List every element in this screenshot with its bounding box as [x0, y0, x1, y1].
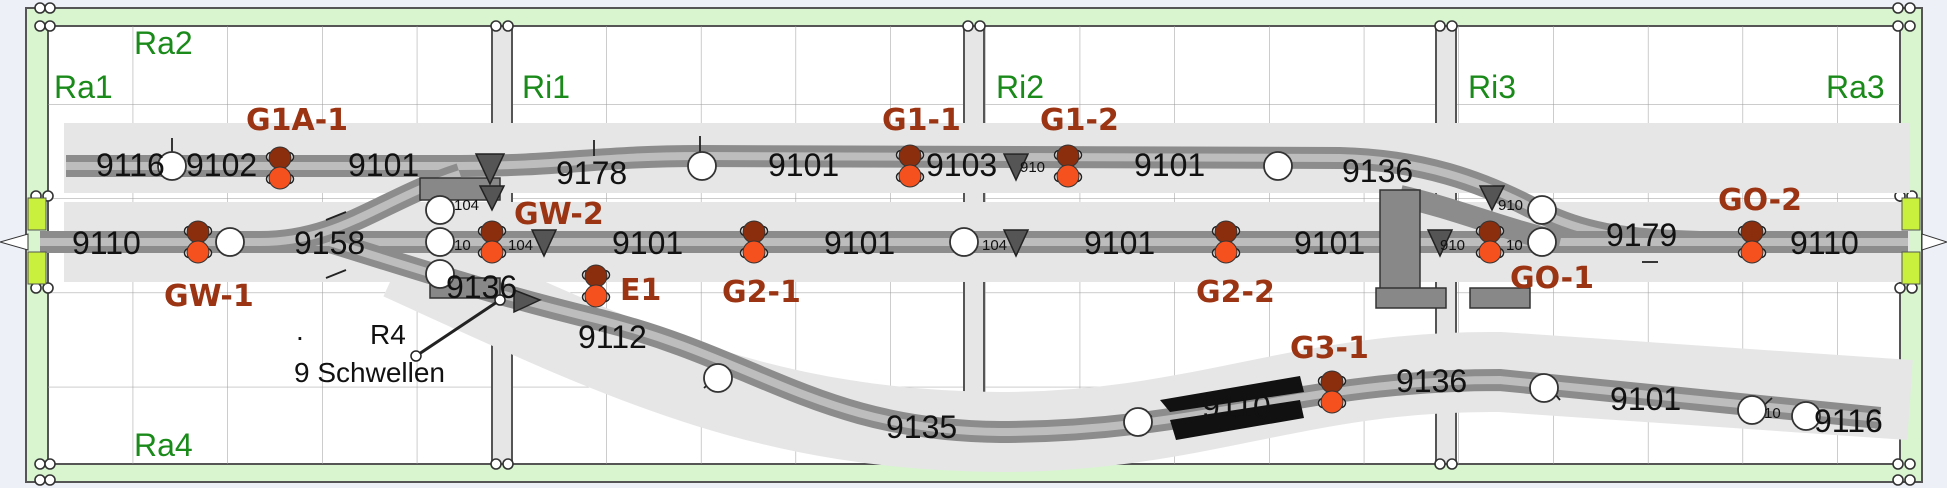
small-track-label: 10 — [1506, 237, 1523, 254]
black-decoupler — [1160, 376, 1304, 440]
track-number: 9101 — [612, 225, 683, 261]
track-number: 9116 — [1814, 403, 1883, 439]
small-track-label: 910 — [1020, 159, 1045, 176]
small-track-label: 10 — [1764, 405, 1781, 422]
track-number: 9101 — [348, 147, 419, 183]
signal-label-go2: GO-2 — [1718, 183, 1802, 218]
small-track-label: 104 — [982, 237, 1007, 254]
signal-label-g1a1: G1A-1 — [246, 103, 348, 138]
frame-label-ri3: Ri3 — [1468, 69, 1516, 105]
track-number: 9110 — [72, 225, 141, 261]
frame-label-ra4: Ra4 — [134, 427, 193, 463]
track-number: 9101 — [1084, 225, 1155, 261]
track-number: 9102 — [186, 147, 257, 183]
signal-label-g11: G1-1 — [882, 103, 961, 138]
signal-label-g21: G2-1 — [722, 275, 801, 310]
annotation-r4: R4 — [370, 319, 406, 350]
track-number: 9101 — [824, 225, 895, 261]
track-number: 9101 — [1294, 225, 1365, 261]
annotation-dot: . — [296, 315, 304, 346]
signal-label-g31: G3-1 — [1290, 331, 1369, 366]
small-track-label: 910 — [1498, 197, 1523, 214]
track-number: 9110 — [1202, 389, 1271, 425]
direction-markers — [474, 153, 1506, 314]
small-track-label: 10 — [454, 237, 471, 254]
small-track-label: 104 — [508, 237, 533, 254]
track-number: 9110 — [1790, 225, 1859, 261]
frame-label-ra2: Ra2 — [134, 25, 193, 61]
r4-annotation: R4 9 Schwellen . — [294, 294, 506, 388]
signal-label-gw1: GW-1 — [164, 279, 254, 314]
signal-label-gw2: GW-2 — [514, 197, 604, 232]
annotation-schwellen: 9 Schwellen — [294, 357, 445, 388]
track-number: 9135 — [886, 409, 957, 445]
buffers — [0, 197, 1947, 285]
track-number: 9136 — [1342, 153, 1413, 189]
track-number: 9179 — [1606, 217, 1677, 253]
frame-label-ri1: Ri1 — [522, 69, 570, 105]
small-track-label: 910 — [1440, 237, 1465, 254]
track-number: 9103 — [926, 147, 997, 183]
track-number: 9101 — [768, 147, 839, 183]
track-number: 9116 — [96, 147, 165, 183]
track-number: 9136 — [1396, 363, 1467, 399]
frame-label-ri2: Ri2 — [996, 69, 1044, 105]
small-track-label: 104 — [454, 197, 479, 214]
track-number: 9158 — [294, 225, 365, 261]
track-number: 9178 — [556, 155, 627, 191]
frame-label-ra1: Ra1 — [54, 69, 113, 105]
signal-label-g12: G1-2 — [1040, 103, 1119, 138]
track-number: 9101 — [1134, 147, 1205, 183]
track-number: 9112 — [578, 319, 647, 355]
track-number: 9101 — [1610, 381, 1681, 417]
signal-label-go1: GO-1 — [1510, 261, 1594, 296]
signal-label-g22: G2-2 — [1196, 275, 1275, 310]
track-number: 9136 — [446, 269, 517, 305]
signal-label-e1: E1 — [620, 273, 661, 308]
switch-drives — [419, 177, 1531, 309]
frame-label-ra3: Ra3 — [1826, 69, 1885, 105]
